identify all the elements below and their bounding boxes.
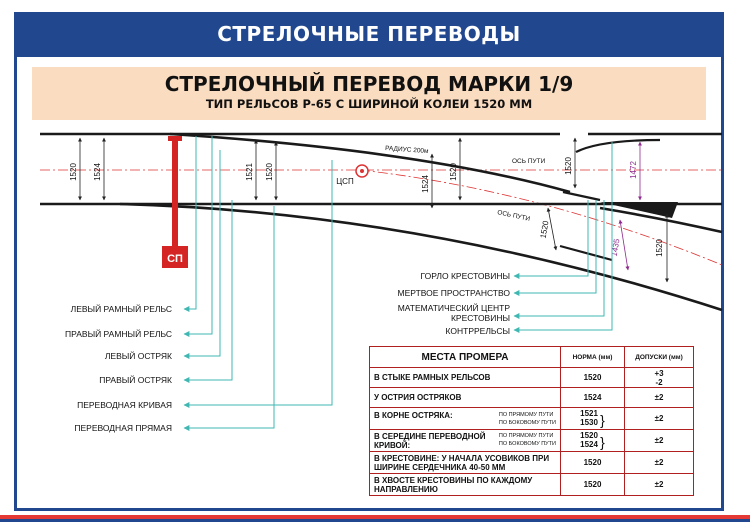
th-place: МЕСТА ПРОМЕРА bbox=[369, 346, 561, 368]
frame-bottom bbox=[14, 508, 724, 511]
callout-straight: ПЕРЕВОДНАЯ ПРЯМАЯ bbox=[74, 423, 172, 433]
callout-throat: ГОРЛО КРЕСТОВИНЫ bbox=[421, 271, 511, 281]
callout-right-point: ПРАВЫЙ ОСТРЯК bbox=[99, 374, 172, 385]
callout-left-rail: ЛЕВЫЙ РАМНЫЙ РЕЛЬС bbox=[71, 303, 172, 314]
sp-label: СП bbox=[167, 253, 183, 265]
subheader-subtitle: ТИП РЕЛЬСОВ Р-65 С ШИРИНОЙ КОЛЕИ 1520 ММ bbox=[205, 97, 533, 111]
th-norm: НОРМА (мм) bbox=[560, 346, 625, 368]
callout-right-rail: ПРАВЫЙ РАМНЫЙ РЕЛЬС bbox=[65, 328, 172, 339]
callout-left-point: ЛЕВЫЙ ОСТРЯК bbox=[105, 350, 172, 361]
bottom-stripe-blue bbox=[0, 519, 750, 522]
frame-left bbox=[14, 57, 17, 510]
rail-diverging-far bbox=[599, 206, 723, 234]
radius-label: РАДИУС 200м bbox=[385, 145, 429, 155]
callout-curve: ПЕРЕВОДНАЯ КРИВАЯ bbox=[77, 400, 172, 410]
wing-rail bbox=[562, 190, 601, 202]
dim-1524-b: 1524 bbox=[421, 175, 430, 193]
dim-1524-a: 1524 bbox=[93, 163, 102, 181]
callout-math-center-1: МАТЕМАТИЧЕСКИЙ ЦЕНТР bbox=[398, 302, 511, 313]
guard-rail-bottom bbox=[559, 244, 613, 262]
page-title: СТРЕЛОЧНЫЕ ПЕРЕВОДЫ bbox=[14, 12, 724, 57]
measurement-table: МЕСТА ПРОМЕРА НОРМА (мм) ДОПУСКИ (мм) В … bbox=[369, 346, 694, 496]
table-row: У ОСТРИЯ ОСТРЯКОВ 1524 ±2 bbox=[369, 387, 694, 408]
frame-right bbox=[721, 57, 724, 510]
callout-guard-rails: КОНТРРЕЛЬСЫ bbox=[446, 326, 510, 336]
csp-dot bbox=[360, 169, 364, 173]
dim-1435: 1435 bbox=[610, 237, 622, 257]
guard-rail-top bbox=[575, 138, 661, 153]
th-tolerance: ДОПУСКИ (мм) bbox=[624, 346, 694, 368]
sp-post bbox=[172, 136, 178, 246]
callout-dead-space: МЕРТВОЕ ПРОСТРАНСТВО bbox=[398, 288, 511, 298]
csp-label: ЦСП bbox=[336, 177, 354, 186]
dim-1521: 1521 bbox=[245, 163, 254, 181]
subheader-title: СТРЕЛОЧНЫЙ ПЕРЕВОД МАРКИ 1/9 bbox=[164, 72, 574, 96]
sp-head bbox=[168, 136, 182, 141]
callout-math-center-2: КРЕСТОВИНЫ bbox=[451, 313, 510, 323]
dim-1520-c: 1520 bbox=[449, 163, 458, 181]
dim-1520-d: 1520 bbox=[564, 157, 573, 175]
dim-1520-f: 1520 bbox=[655, 239, 664, 257]
table-row: В СТЫКЕ РАМНЫХ РЕЛЬСОВ 1520 +3-2 bbox=[369, 367, 694, 388]
bottom-stripe-red bbox=[0, 515, 750, 519]
dim-1520-b: 1520 bbox=[265, 163, 274, 181]
axis-label-1: ОСЬ ПУТИ bbox=[512, 158, 546, 165]
dim-1472: 1472 bbox=[629, 161, 638, 179]
axis-label-2: ОСЬ ПУТИ bbox=[497, 209, 531, 223]
frog-point bbox=[600, 202, 678, 218]
dim-1520-e: 1520 bbox=[539, 219, 551, 239]
sp-badge bbox=[162, 246, 188, 268]
rail-diverging-inner bbox=[119, 202, 723, 312]
subheader-panel: СТРЕЛОЧНЫЙ ПЕРЕВОД МАРКИ 1/9 ТИП РЕЛЬСОВ… bbox=[32, 67, 706, 120]
rail-diverging-outer bbox=[169, 132, 571, 194]
dim-1520-a: 1520 bbox=[69, 163, 78, 181]
table-header-row: МЕСТА ПРОМЕРА НОРМА (мм) ДОПУСКИ (мм) bbox=[369, 346, 694, 368]
